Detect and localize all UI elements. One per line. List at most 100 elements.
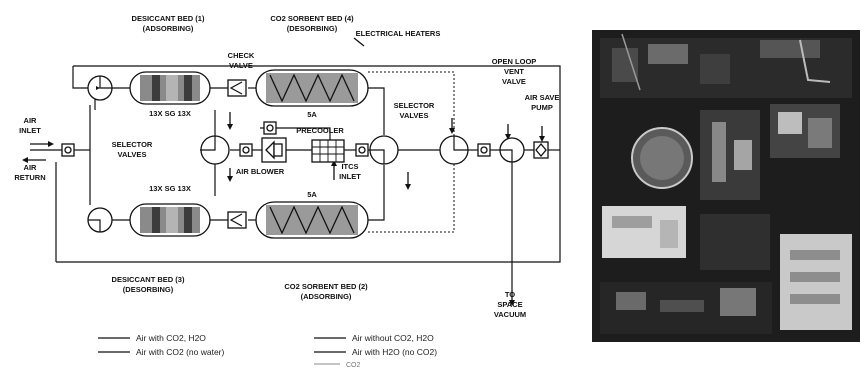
photo-box-4 <box>760 40 820 58</box>
photo-right-detail-1 <box>778 112 802 134</box>
label-bed1-materials: 13X SG 13X <box>149 109 191 118</box>
label-selector-valves-right-2: VALVES <box>400 111 429 120</box>
label-desiccant-bed-3-state: (DESORBING) <box>123 285 174 294</box>
legend-air-with-co2-h2o: Air with CO2, H2O <box>136 333 206 343</box>
label-air-blower: AIR BLOWER <box>236 167 285 176</box>
label-itcs-1: ITCS <box>341 162 358 171</box>
label-space-vacuum-3: VACUUM <box>494 310 526 319</box>
flow-arrows <box>22 37 545 306</box>
label-co2-bed-2-state: (ADSORBING) <box>301 292 352 301</box>
check-valve-top <box>227 79 247 97</box>
co2-sorbent-bed-4 <box>255 69 369 107</box>
photo-bottom-detail-3 <box>720 288 756 316</box>
pipe-top-loop <box>73 65 561 150</box>
photo-box-3 <box>700 54 730 84</box>
label-selector-valves-right-1: SELECTOR <box>394 101 435 110</box>
selector-valve-middle <box>200 135 230 165</box>
piping <box>30 65 561 290</box>
legend: Air with CO2, H2O Air with CO2 (no water… <box>98 333 437 369</box>
legend-air-with-h2o-no-co2: Air with H2O (no CO2) <box>352 347 437 357</box>
open-loop-vent-valve <box>499 137 525 163</box>
selector-valve-bottom-left <box>87 207 113 233</box>
arrow-down-5-head <box>505 134 511 140</box>
label-bed4-material: 5A <box>307 110 317 119</box>
photo-box-2 <box>648 44 688 64</box>
photo-right-detail-2 <box>808 118 832 148</box>
pipe-top-left <box>72 66 90 89</box>
pipe-bed2-sel <box>368 165 385 221</box>
sensor-mid-2 <box>263 121 277 135</box>
label-air-save-pump-1: AIR SAVE <box>525 93 560 102</box>
label-itcs-2: INLET <box>339 172 361 181</box>
arrow-itcs-up-head <box>331 160 337 166</box>
label-check-valve-2: VALVE <box>229 61 253 70</box>
arrow-down-6-head <box>539 136 545 142</box>
co2-path-top <box>368 71 455 138</box>
label-air-return-2: RETURN <box>14 173 45 182</box>
sensor-mid-1 <box>239 143 253 157</box>
photo-lower-right-strip-1 <box>790 250 840 260</box>
photo-lower-right-strip-2 <box>790 272 840 282</box>
arrow-down-1-head <box>227 124 233 130</box>
arrow-down-4-head <box>449 128 455 134</box>
arrow-down-2-head <box>227 176 233 182</box>
label-space-vacuum-1: TO <box>505 290 515 299</box>
air-blower <box>261 137 287 163</box>
air-save-pump <box>533 141 549 159</box>
photo-mid-detail-2 <box>734 140 752 170</box>
selector-valves <box>87 75 525 233</box>
photo-cable-1 <box>799 39 831 83</box>
label-precooler: PRECOOLER <box>296 126 344 135</box>
photo-bottom-detail-1 <box>616 292 646 310</box>
sensor-mid-3 <box>355 143 369 157</box>
label-bed3-materials: 13X SG 13X <box>149 184 191 193</box>
photo-lower-mid <box>700 214 770 270</box>
selector-valve-right-2 <box>439 135 469 165</box>
label-air-inlet-2: INLET <box>19 126 41 135</box>
selector-valve-right-1 <box>369 135 399 165</box>
label-selector-valves-left-2: VALVES <box>118 150 147 159</box>
precooler <box>311 139 345 163</box>
arrow-heaters <box>353 37 365 47</box>
photo-mid-detail-1 <box>712 122 726 182</box>
label-selector-valves-left-1: SELECTOR <box>112 140 153 149</box>
co2-path-bot <box>368 162 455 233</box>
label-desiccant-bed-3: DESICCANT BED (3) <box>112 275 185 284</box>
photo-lower-right-strip-3 <box>790 294 840 304</box>
arrow-down-3-head <box>405 184 411 190</box>
co2-sorbent-bed-2 <box>255 201 369 239</box>
photo-disc-inner <box>640 136 684 180</box>
sensor-right <box>477 143 491 157</box>
arrow-vent-head <box>509 300 515 306</box>
photo-bottom-detail-2 <box>660 300 704 312</box>
label-co2-bed-2: CO2 SORBENT BED (2) <box>284 282 368 291</box>
hardware-photo <box>592 30 860 342</box>
check-valve-bottom <box>227 211 247 229</box>
desiccant-bed-1 <box>129 71 211 105</box>
label-check-valve-1: CHECK <box>228 51 255 60</box>
label-space-vacuum-2: SPACE <box>497 300 522 309</box>
label-air-inlet-1: AIR <box>24 116 38 125</box>
pipe-bed4-sel <box>368 87 385 135</box>
label-co2-bed-4-state: (DESORBING) <box>287 24 338 33</box>
legend-air-with-co2-no-water: Air with CO2 (no water) <box>136 347 224 357</box>
photo-white-box-panel <box>660 220 678 248</box>
legend-co2: CO2 <box>346 362 361 369</box>
arrow-return-head <box>22 157 28 163</box>
label-co2-bed-4: CO2 SORBENT BED (4) <box>270 14 354 23</box>
photo-cable-2 <box>621 33 641 91</box>
label-air-return-1: AIR <box>24 163 38 172</box>
pipe-itcs-loop <box>260 127 331 140</box>
label-desiccant-bed-1-state: (ADSORBING) <box>143 24 194 33</box>
photo-box-1 <box>612 48 638 82</box>
label-bed2-material: 5A <box>307 190 317 199</box>
pipe-bottom-loop <box>56 150 561 263</box>
arrow-inlet-head <box>48 141 54 147</box>
labels: DESICCANT BED (1) (ADSORBING) CO2 SORBEN… <box>14 14 559 319</box>
label-vent-valve-2: VENT <box>504 67 524 76</box>
selector-valve-top-left <box>87 75 113 101</box>
label-air-save-pump-2: PUMP <box>531 103 553 112</box>
desiccant-bed-3 <box>129 203 211 237</box>
